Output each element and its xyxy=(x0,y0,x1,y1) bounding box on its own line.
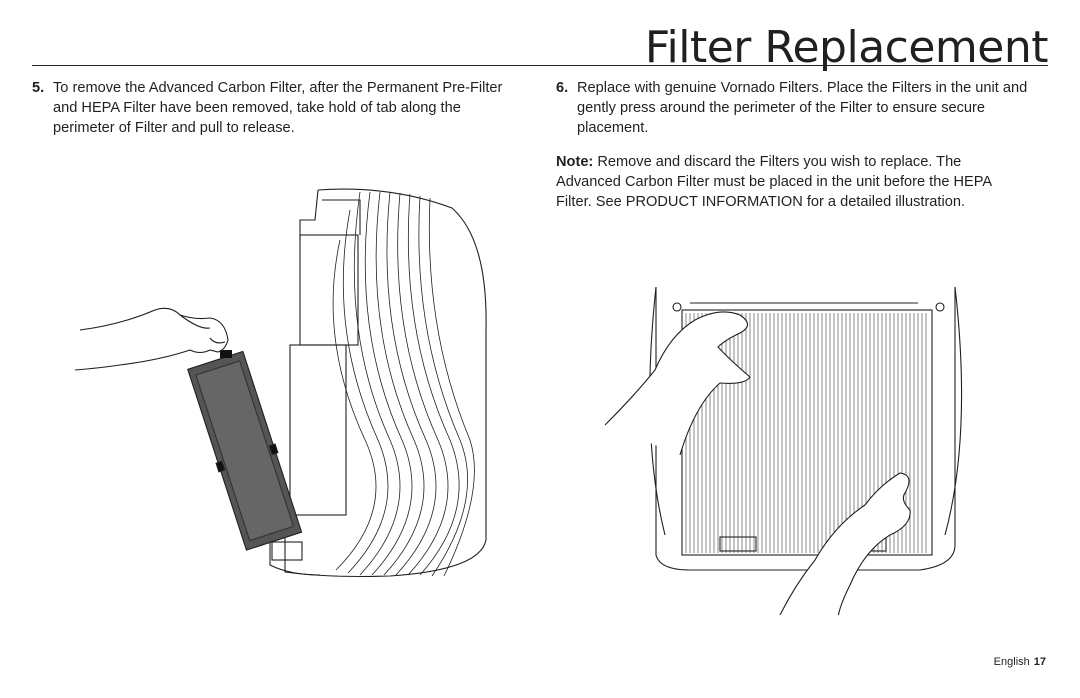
step-6-number: 6. xyxy=(556,80,569,96)
filter-installation-illustration xyxy=(604,286,963,615)
step-6-text: Replace with genuine Vornado Filters. Pl… xyxy=(577,80,1028,136)
title-rule xyxy=(32,65,1048,66)
step-6: 6. Replace with genuine Vornado Filters.… xyxy=(556,78,1056,138)
step-5-number: 5. xyxy=(32,80,45,96)
step-5: 5. To remove the Advanced Carbon Filter,… xyxy=(32,78,522,138)
note-label: Note: xyxy=(556,154,594,170)
note-text: Remove and discard the Filters you wish … xyxy=(556,154,992,210)
step-5-text: To remove the Advanced Carbon Filter, af… xyxy=(53,80,503,136)
note: Note: Remove and discard the Filters you… xyxy=(556,152,996,212)
page-title: Filter Replacement xyxy=(644,22,1049,73)
page-number: 17 xyxy=(1033,656,1046,668)
carbon-filter-removal-illustration xyxy=(74,188,487,578)
footer-language: English xyxy=(993,656,1030,668)
